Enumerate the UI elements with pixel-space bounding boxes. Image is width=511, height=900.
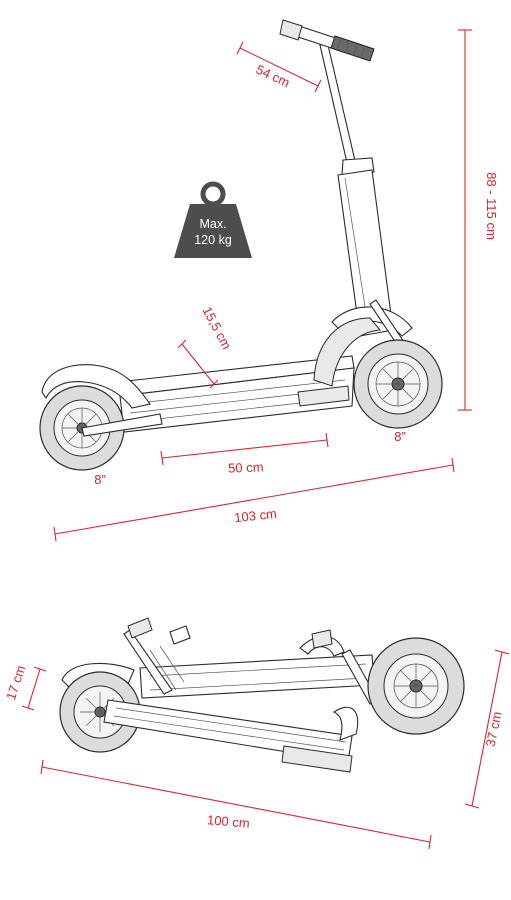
scooter-unfolded: [39, 19, 443, 471]
folded-rear-wheel: [59, 671, 141, 753]
dimension-handlebar-width: 54 cm: [236, 41, 322, 93]
scooter-folded: [59, 617, 465, 773]
weight-label-line1: Max.: [199, 217, 226, 231]
rear-mudguard: [41, 364, 151, 409]
handlebar: [279, 19, 375, 62]
front-wheel-size-label: 8”: [394, 429, 406, 444]
folded-handlebar: [123, 617, 191, 695]
folded-front-wheel: [367, 637, 465, 735]
folded-height-label: 17 cm: [3, 663, 28, 701]
deck-length-label: 50 cm: [228, 459, 264, 475]
steering-stem: [319, 44, 394, 337]
folded-width-label: 37 cm: [483, 710, 505, 748]
dimension-folded-width: 37 cm: [464, 649, 510, 809]
weight-label-line2: 120 kg: [194, 233, 232, 247]
handlebar-width-label: 54 cm: [254, 62, 292, 91]
rear-wheel-size-label: 8”: [94, 472, 106, 487]
front-fork: [313, 299, 413, 387]
front-wheel: [353, 339, 443, 429]
deck-width-label: 15,5 cm: [199, 304, 234, 352]
max-weight-badge: Max. 120 kg: [174, 181, 252, 258]
dimension-deck-length: 50 cm: [160, 432, 329, 476]
dimension-folded-height: 17 cm: [3, 663, 47, 711]
rear-wheel: [39, 385, 163, 471]
overall-length-label: 103 cm: [234, 506, 278, 525]
folded-length-label: 100 cm: [206, 812, 250, 831]
height-label: 88 - 115 cm: [484, 172, 499, 240]
weight-shape: [174, 204, 252, 258]
dimension-overall-length: 103 cm: [53, 457, 455, 542]
dimension-height: 88 - 115 cm: [458, 29, 499, 411]
dimension-folded-length: 100 cm: [40, 759, 432, 850]
